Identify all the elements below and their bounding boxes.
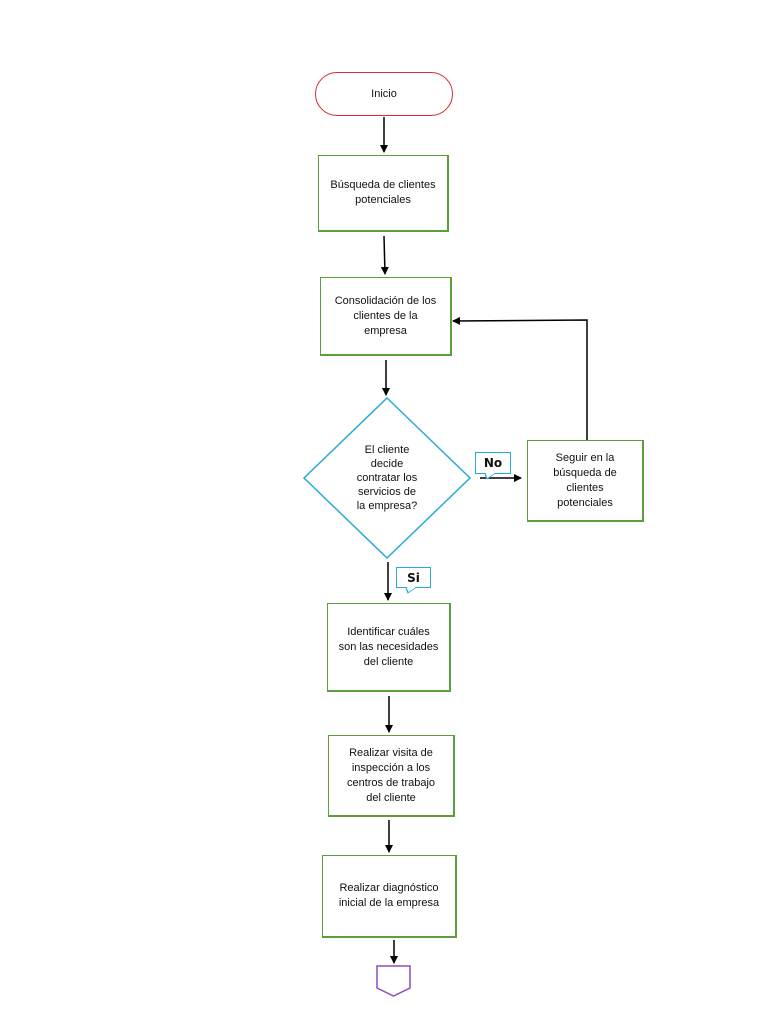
step-identify-needs: Identificar cuáles son las necesidades d… — [327, 603, 451, 692]
off-page-connector — [376, 965, 411, 997]
decision-label: El cliente decide contratar los servicio… — [356, 444, 418, 512]
step-inspection-visit-label: Realizar visita de inspección a los cent… — [346, 746, 436, 804]
step-search-clients-label: Búsqueda de clientes potenciales — [330, 179, 436, 206]
step-keep-searching: Seguir en la búsqueda de clientes potenc… — [527, 440, 644, 522]
step-identify-needs-label: Identificar cuáles son las necesidades d… — [338, 625, 439, 668]
branch-no-callout: No — [475, 452, 511, 474]
arrow-loop-back — [452, 316, 588, 440]
branch-yes-label: Si — [407, 570, 420, 585]
step-initial-diagnosis: Realizar diagnóstico inicial de la empre… — [322, 855, 457, 938]
step-inspection-visit: Realizar visita de inspección a los cent… — [328, 735, 455, 817]
step-consolidate-clients-label: Consolidación de los clientes de la empr… — [334, 294, 437, 337]
step-initial-diagnosis-label: Realizar diagnóstico inicial de la empre… — [338, 882, 440, 909]
branch-no-label: No — [483, 456, 503, 470]
step-keep-searching-label: Seguir en la búsqueda de clientes potenc… — [553, 451, 617, 509]
arrow-search-to-consolidate — [380, 235, 389, 275]
step-consolidate-clients: Consolidación de los clientes de la empr… — [320, 277, 452, 356]
step-search-clients: Búsqueda de clientes potenciales — [318, 155, 449, 232]
start-terminal: Inicio — [315, 72, 453, 116]
branch-yes-callout: Si — [396, 567, 431, 588]
decision-diamond — [302, 396, 472, 560]
start-label: Inicio — [371, 87, 397, 100]
